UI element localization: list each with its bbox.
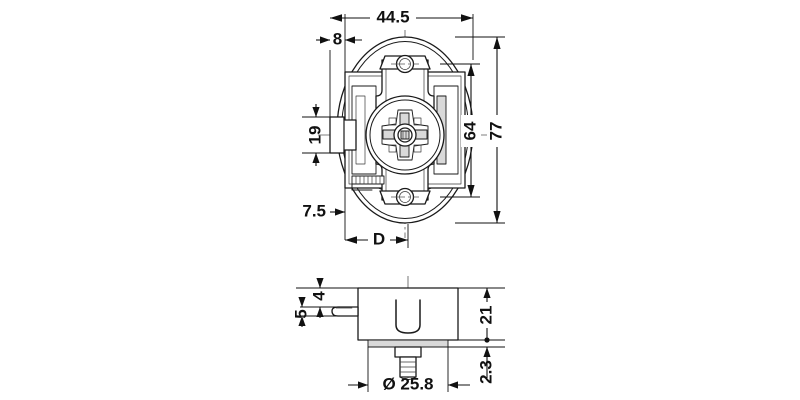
top-view-dimensions: 44.5 8 19 7.5 <box>302 7 507 250</box>
cam-detail-mark-tl <box>388 117 397 126</box>
bolt-head <box>329 116 345 154</box>
cam-detail-mark-br <box>413 144 422 153</box>
dim-44-5-label: 44.5 <box>376 7 409 26</box>
cam-hub-core <box>400 130 410 140</box>
dim-5: 5 <box>291 297 310 327</box>
dim-2-3-label: 2.3 <box>476 360 495 384</box>
side-view-body <box>357 287 459 341</box>
dim-77-label: 77 <box>486 122 505 141</box>
serrated-detail-tail <box>351 183 373 191</box>
dim-7-5: 7.5 <box>302 188 346 240</box>
dim-8: 8 <box>316 29 362 48</box>
dim-44-5: 44.5 <box>330 7 473 28</box>
side-view-dimensions: 4 5 21 2.3 <box>291 278 505 393</box>
dim-d: D <box>345 224 409 250</box>
side-view-stud-collar <box>394 346 422 358</box>
dim-2-3: 2.3 <box>476 347 495 384</box>
cam-detail-mark-tr <box>413 117 422 126</box>
dim-64-label: 64 <box>460 121 479 140</box>
dim-7-5-label: 7.5 <box>302 201 326 220</box>
dim-5-label: 5 <box>291 309 310 318</box>
side-view-group <box>331 276 459 380</box>
dim-64: 64 <box>440 63 481 198</box>
side-view-stud-threads <box>399 361 417 373</box>
serrated-detail <box>351 175 385 191</box>
dim-d-label: D <box>373 229 385 248</box>
dim-21: 21 <box>476 288 497 343</box>
dim-21-label: 21 <box>476 306 495 325</box>
dim-dia-25-8: Ø 25.8 <box>348 347 470 393</box>
cam-outer-circle-inner <box>369 99 441 171</box>
dim-8-label: 8 <box>333 29 342 48</box>
dim-19: 19 <box>302 104 344 166</box>
dim-77: 77 <box>455 36 507 224</box>
dim-19-label: 19 <box>305 126 324 145</box>
side-view-mounting-plate <box>367 339 449 348</box>
side-view-u-recess <box>395 299 421 334</box>
side-view-stud-tip <box>399 376 417 380</box>
dim-4-label: 4 <box>309 291 328 301</box>
dim-4: 4 <box>309 278 328 318</box>
top-view-group <box>318 30 492 238</box>
cam-detail-mark-bl <box>388 144 397 153</box>
dim-dia-25-8-label: Ø 25.8 <box>382 374 433 393</box>
